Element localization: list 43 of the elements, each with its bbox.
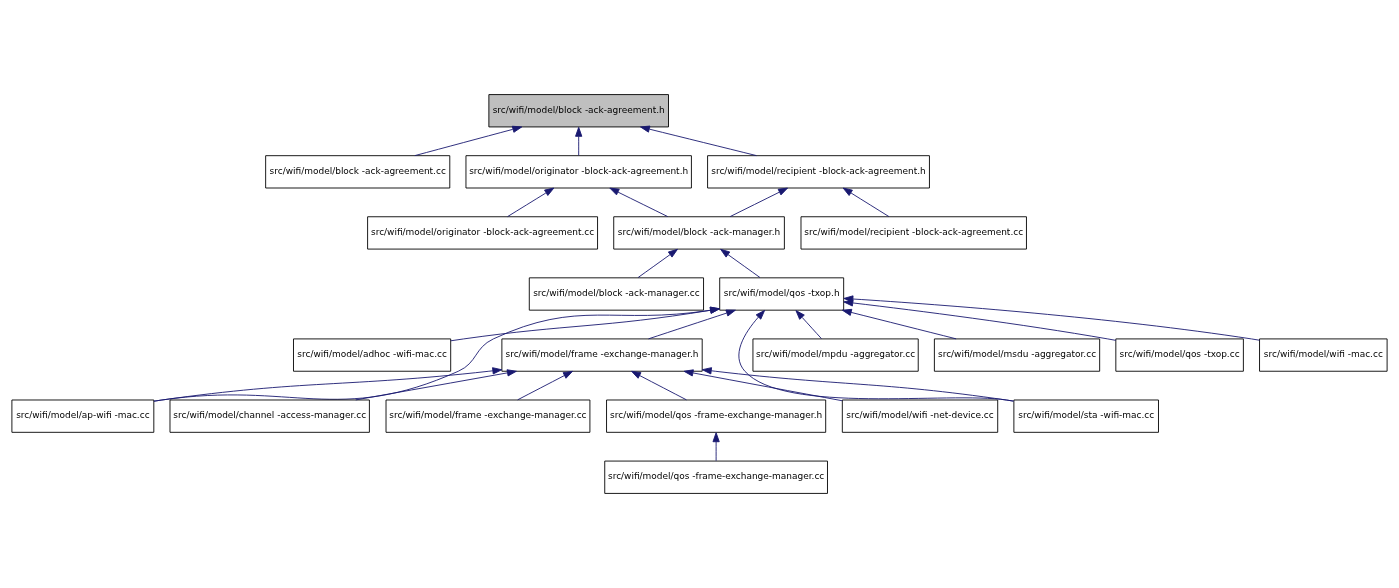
arrow (609, 187, 669, 218)
arrow (729, 187, 789, 218)
arrow (701, 367, 1014, 402)
node-box: src/wifi/model/ap-wifi -mac.cc (11, 399, 155, 433)
arrow (795, 310, 822, 340)
node-box: src/wifi/model/qos -txop.cc (1115, 338, 1244, 372)
node-box: src/wifi/model/originator -block-ack-agreement.h (465, 155, 692, 189)
arrow (450, 306, 720, 342)
arrow (153, 367, 503, 402)
node-box: src/wifi/model/adhoc -wifi-mac.cc (293, 338, 452, 372)
arrow (842, 187, 890, 218)
node-box: src/wifi/model/block -ack-manager.h (613, 216, 785, 250)
node-box: src/wifi/model/qos -txop.h (719, 277, 845, 311)
arrow (683, 369, 843, 402)
node-box: src/wifi/model/sta -wifi-mac.cc (1013, 399, 1159, 433)
node-box: src/wifi/model/originator -block-ack-agreement.cc (367, 216, 598, 250)
node-box: src/wifi/model/qos -frame-exchange-manager.h (606, 399, 827, 433)
arrow (648, 309, 736, 340)
arrow (631, 370, 687, 401)
node-box: src/wifi/model/recipient -block-ack-agreement.cc (800, 216, 1027, 250)
node-box: src/wifi/model/wifi -net-device.cc (841, 399, 999, 433)
arrow (640, 125, 757, 157)
node-box: src/wifi/model/block -ack-agreement.h (488, 94, 669, 128)
arrow (720, 248, 761, 278)
arrow (153, 306, 720, 402)
arrow (414, 125, 523, 157)
node-box: src/wifi/model/qos -frame-exchange-manager.cc (604, 460, 828, 494)
node-box: src/wifi/model/mpdu -aggregator.cc (752, 338, 919, 372)
arrow (712, 432, 720, 462)
arrow (637, 248, 678, 278)
node-box: src/wifi/model/msdu -aggregator.cc (933, 338, 1101, 372)
arrow (355, 369, 517, 401)
arrow (575, 126, 583, 156)
node-box: src/wifi/model/recipient -block-ack-agreement.h (707, 155, 930, 189)
node-box: src/wifi/model/wifi -mac.cc (1259, 338, 1388, 372)
node-box: src/wifi/model/channel -access-manager.cc (169, 399, 370, 433)
arrow (517, 370, 573, 401)
arrow (507, 187, 555, 218)
arrow (841, 308, 957, 340)
node-box: src/wifi/model/frame -exchange-manager.h (501, 338, 703, 372)
node-box: src/wifi/model/frame -exchange-manager.cc (385, 399, 591, 433)
node-box: src/wifi/model/block -ack-manager.cc (528, 277, 704, 311)
node-box: src/wifi/model/block -ack-agreement.cc (265, 155, 451, 189)
